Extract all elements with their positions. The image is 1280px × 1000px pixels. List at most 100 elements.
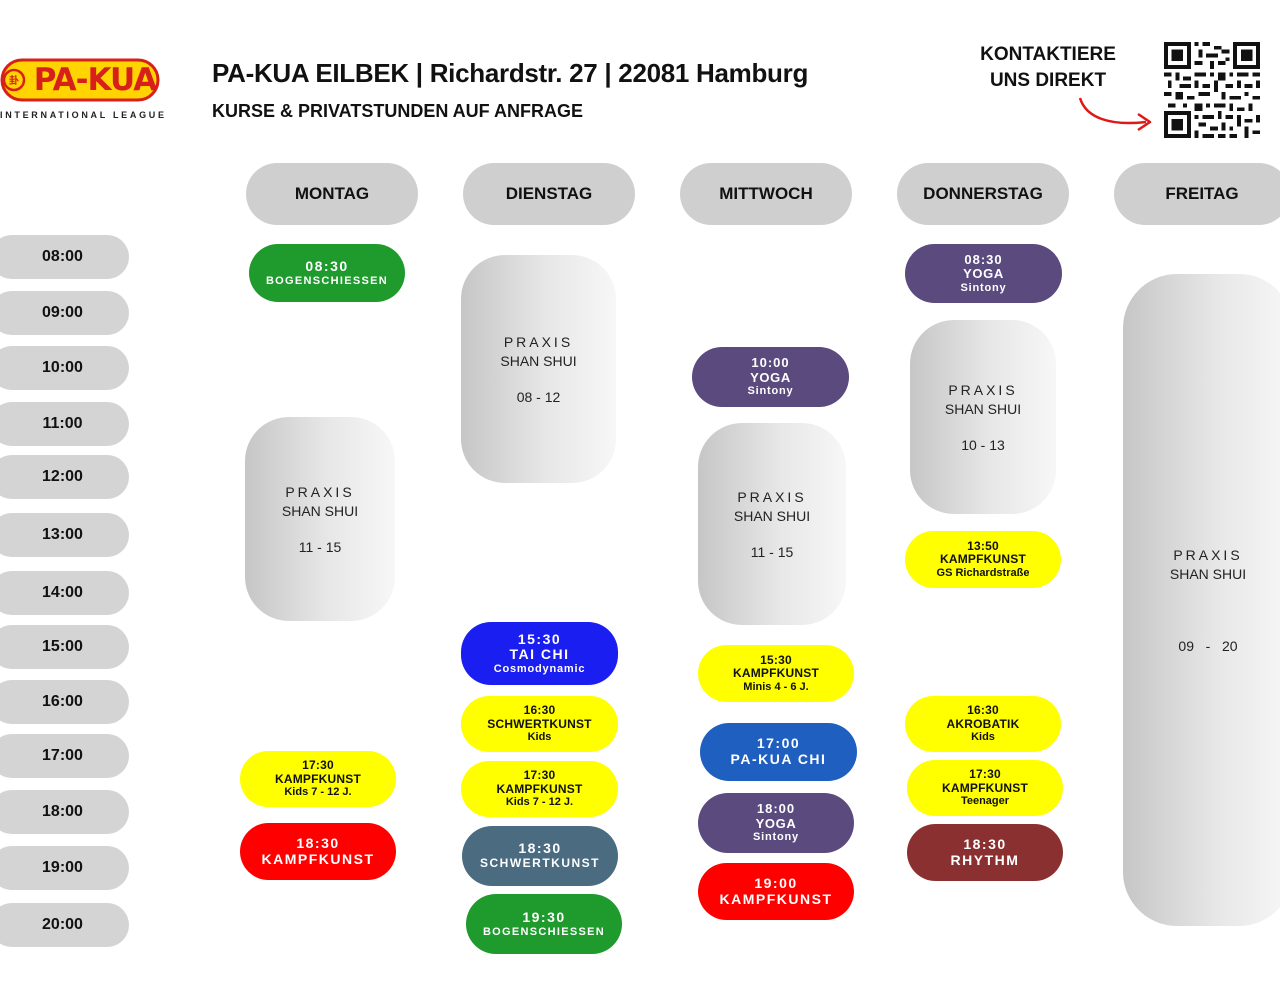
class-card-di-1730[interactable]: 17:30 KAMPFKUNST Kids 7 - 12 J. bbox=[461, 761, 618, 817]
class-name: PA-KUA CHI bbox=[730, 751, 827, 767]
class-name: KAMPFKUNST bbox=[733, 666, 819, 681]
class-time: 18:30 bbox=[518, 840, 562, 857]
class-subtitle: Kids bbox=[527, 731, 552, 744]
praxis-name: SHAN SHUI bbox=[733, 507, 811, 524]
time-slot: 17:00 bbox=[0, 734, 129, 778]
time-slot: 09:00 bbox=[0, 291, 129, 335]
praxis-name: SHAN SHUI bbox=[281, 502, 359, 519]
pa-kua-logo: 卦 PA-KUA INTERNATIONAL LEAGUE bbox=[0, 58, 168, 128]
class-card-mi-1000[interactable]: 10:00 YOGA Sintony bbox=[692, 347, 849, 407]
class-subtitle: Kids 7 - 12 J. bbox=[505, 796, 574, 809]
contact-line-2: UNS DIREKT bbox=[989, 70, 1107, 91]
time-slot: 19:00 bbox=[0, 846, 129, 890]
class-card-mo-1730[interactable]: 17:30 KAMPFKUNST Kids 7 - 12 J. bbox=[240, 751, 396, 807]
time-slot: 11:00 bbox=[0, 402, 129, 446]
class-card-mo-1830[interactable]: 18:30 KAMPFKUNST bbox=[240, 823, 396, 880]
class-card-di-1630[interactable]: 16:30 SCHWERTKUNST Kids bbox=[461, 696, 618, 752]
class-subtitle: Minis 4 - 6 J. bbox=[743, 680, 809, 693]
class-name: RHYTHM bbox=[950, 851, 1020, 868]
time-slot: 18:00 bbox=[0, 790, 129, 834]
class-card-do-1830[interactable]: 18:30 RHYTHM bbox=[907, 824, 1063, 881]
class-subtitle: Sintony bbox=[960, 281, 1007, 294]
class-subtitle: Kids 7 - 12 J. bbox=[284, 786, 352, 799]
class-time: 18:30 bbox=[296, 834, 340, 851]
day-header-friday: FREITAG bbox=[1114, 163, 1280, 225]
time-slot: 12:00 bbox=[0, 455, 129, 499]
class-name: SCHWERTKUNST bbox=[480, 856, 600, 871]
class-time: 08:30 bbox=[964, 251, 1003, 267]
class-name: YOGA bbox=[755, 815, 797, 831]
class-card-mi-1700[interactable]: 17:00 PA-KUA CHI bbox=[700, 723, 857, 781]
day-header-tuesday: DIENSTAG bbox=[463, 163, 635, 225]
class-subtitle: Kids bbox=[971, 731, 995, 744]
class-time: 15:30 bbox=[760, 652, 792, 667]
praxis-name: SHAN SHUI bbox=[500, 352, 577, 369]
page-title: PA-KUA EILBEK | Richardstr. 27 | 22081 H… bbox=[212, 58, 809, 88]
class-time: 08:30 bbox=[305, 258, 349, 274]
class-card-di-1830[interactable]: 18:30 SCHWERTKUNST bbox=[462, 826, 618, 886]
qr-code-icon[interactable] bbox=[1164, 42, 1260, 138]
class-name: KAMPFKUNST bbox=[275, 771, 361, 786]
praxis-label: PRAXIS bbox=[503, 333, 574, 350]
class-time: 13:50 bbox=[967, 538, 999, 553]
class-time: 16:30 bbox=[967, 703, 999, 718]
praxis-block-wednesday[interactable]: PRAXIS SHAN SHUI 11 - 15 bbox=[698, 423, 846, 625]
pa-kua-logo-icon: 卦 bbox=[0, 58, 160, 102]
class-card-do-0830[interactable]: 08:30 YOGA Sintony bbox=[905, 244, 1062, 303]
contact-line-1: KONTAKTIERE bbox=[980, 44, 1116, 65]
praxis-block-tuesday[interactable]: PRAXIS SHAN SHUI 08 - 12 bbox=[461, 255, 616, 483]
class-name: YOGA bbox=[963, 266, 1004, 282]
class-time: 19:00 bbox=[754, 874, 798, 891]
class-name: AKROBATIK bbox=[946, 716, 1020, 731]
praxis-name: SHAN SHUI bbox=[944, 400, 1022, 417]
class-card-do-1630[interactable]: 16:30 AKROBATIK Kids bbox=[905, 696, 1061, 752]
class-card-di-1530[interactable]: 15:30 TAI CHI Cosmodynamic bbox=[461, 622, 618, 685]
class-time: 17:30 bbox=[523, 768, 556, 783]
class-time: 15:30 bbox=[517, 630, 562, 647]
day-header-monday: MONTAG bbox=[246, 163, 418, 225]
class-name: SCHWERTKUNST bbox=[487, 716, 592, 731]
day-header-wednesday: MITTWOCH bbox=[680, 163, 852, 225]
class-card-do-1730[interactable]: 17:30 KAMPFKUNST Teenager bbox=[907, 760, 1063, 816]
class-card-mi-1800[interactable]: 18:00 YOGA Sintony bbox=[698, 793, 854, 853]
class-name: KAMPFKUNST bbox=[940, 552, 1026, 567]
class-time: 10:00 bbox=[751, 355, 790, 371]
class-name: BOGENSCHIESSEN bbox=[265, 274, 389, 287]
praxis-hours: 10 - 13 bbox=[961, 436, 1005, 453]
class-subtitle: Sintony bbox=[753, 831, 799, 844]
curved-arrow-icon bbox=[1078, 97, 1152, 132]
class-name: KAMPFKUNST bbox=[942, 780, 1028, 795]
praxis-label: PRAXIS bbox=[948, 381, 1018, 398]
class-subtitle: GS Richardstraße bbox=[936, 566, 1030, 579]
time-slot: 20:00 bbox=[0, 903, 129, 947]
class-name: TAI CHI bbox=[509, 646, 570, 663]
page-subtitle: KURSE & PRIVATSTUNDEN AUF ANFRAGE bbox=[212, 101, 584, 121]
class-name: KAMPFKUNST bbox=[261, 850, 375, 867]
class-card-mi-1900[interactable]: 19:00 KAMPFKUNST bbox=[698, 863, 854, 920]
class-name: KAMPFKUNST bbox=[719, 890, 833, 907]
praxis-block-monday[interactable]: PRAXIS SHAN SHUI 11 - 15 bbox=[245, 417, 395, 621]
praxis-hours: 11 - 15 bbox=[750, 543, 794, 560]
logo-text: PA-KUA bbox=[33, 62, 157, 98]
praxis-block-thursday[interactable]: PRAXIS SHAN SHUI 10 - 13 bbox=[910, 320, 1056, 514]
praxis-block-friday[interactable]: PRAXIS SHAN SHUI 09 - 20 bbox=[1123, 274, 1280, 926]
class-card-do-1350[interactable]: 13:50 KAMPFKUNST GS Richardstraße bbox=[905, 531, 1061, 588]
praxis-hours: 09 - 20 bbox=[1178, 637, 1238, 654]
day-header-thursday: DONNERSTAG bbox=[897, 163, 1069, 225]
class-card-di-1930[interactable]: 19:30 BOGENSCHIESSEN bbox=[466, 894, 622, 954]
time-slot: 15:00 bbox=[0, 625, 129, 669]
svg-text:卦: 卦 bbox=[9, 74, 19, 87]
praxis-hours: 11 - 15 bbox=[298, 538, 342, 555]
class-time: 17:00 bbox=[756, 735, 801, 752]
contact-label: KONTAKTIERE UNS DIREKT bbox=[968, 42, 1128, 94]
time-slot: 10:00 bbox=[0, 346, 129, 390]
logo-subtitle: INTERNATIONAL LEAGUE bbox=[0, 110, 167, 120]
class-card-mo-0830[interactable]: 08:30 BOGENSCHIESSEN bbox=[249, 244, 405, 302]
praxis-label: PRAXIS bbox=[737, 488, 807, 505]
class-subtitle: Sintony bbox=[747, 385, 794, 398]
praxis-name: SHAN SHUI bbox=[1169, 565, 1247, 582]
class-card-mi-1530[interactable]: 15:30 KAMPFKUNST Minis 4 - 6 J. bbox=[698, 645, 854, 702]
praxis-hours: 08 - 12 bbox=[516, 388, 561, 405]
class-time: 19:30 bbox=[522, 909, 566, 925]
class-name: YOGA bbox=[750, 369, 791, 385]
